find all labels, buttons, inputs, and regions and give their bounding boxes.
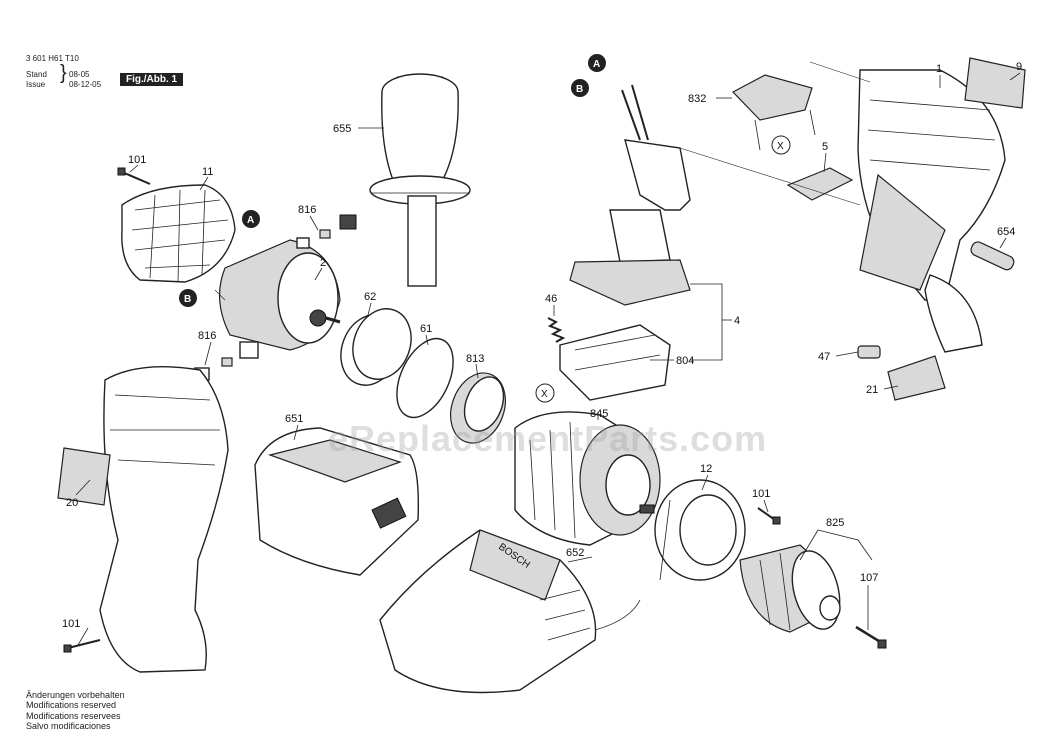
label-654: 654 [997,226,1015,238]
part-4-switch [569,84,691,306]
stand-label: Stand [26,70,47,79]
label-9: 9 [1016,61,1022,73]
marker-b-right: B [571,79,589,97]
marker-b-left: B [179,289,197,307]
label-832: 832 [688,93,706,105]
svg-text:B: B [184,294,191,305]
label-825: 825 [826,517,844,529]
part-1-housing-right [857,69,1006,353]
label-101-top: 101 [128,154,146,166]
label-816-lower: 816 [198,330,216,342]
part-47-clip [857,345,881,359]
leader-lines [75,61,1021,646]
part-813-ring-gear [450,372,506,444]
part-46-spring [547,317,566,343]
label-46: 46 [545,293,557,305]
svg-text:X: X [541,389,548,400]
label-107: 107 [860,572,878,584]
figure-label: Fig./Abb. 1 [120,73,184,86]
label-21: 21 [866,384,878,396]
label-804: 804 [676,355,694,367]
brace-glyph: } [60,62,67,84]
label-816-top: 816 [298,204,316,216]
label-813: 813 [466,353,484,365]
doc-number: 3 601 H61 T10 [26,54,79,63]
marker-x-right: X [771,135,791,155]
part-652-charger: BOSCH [379,529,641,694]
footer-line-fr: Modifications reservees [26,710,121,721]
label-4: 4 [734,315,740,327]
part-845-gearbox [514,411,661,546]
footer-notes: Änderungen vorbehalten Modifications res… [26,690,125,732]
label-61: 61 [420,323,432,335]
label-2: 2 [320,257,326,269]
watermark: eReplacementParts.com [328,418,768,459]
footer-line-es: Salvo modificaciones [26,721,111,732]
footer-line-en: Modifications reserved [26,700,117,711]
marker-a-right: A [588,54,606,72]
part-107-screw [855,625,887,649]
part-21-label [887,355,946,401]
part-5-pad [786,167,854,201]
part-101-screw-top [117,167,151,185]
part-12-clutch-ring [654,479,746,581]
part-11-motor-cover [121,184,236,283]
part-804-pcb [559,324,671,401]
part-20-housing-left [57,366,229,673]
part-832-cover [732,74,816,151]
label-101-right: 101 [752,488,770,500]
part-655-belt-clip [369,73,471,287]
footer-line-de: Änderungen vorbehalten [26,690,125,700]
part-816-brushes-top [296,214,357,249]
part-9-label [964,57,1026,109]
part-825-chuck [739,544,841,633]
issue-label: Issue [26,80,46,89]
part-101-screw-right [757,507,781,525]
label-20: 20 [66,497,78,509]
label-1: 1 [936,63,942,75]
marker-a-top: A [242,210,260,228]
label-5: 5 [822,141,828,153]
part-816-brushes-lower [194,341,259,381]
part-62-ring [340,308,412,386]
svg-text:A: A [593,59,600,70]
label-652: 652 [566,547,584,559]
part-651-battery [254,427,419,576]
svg-text:B: B [576,84,583,95]
part-2-motor [218,239,341,351]
marker-x-left: X [535,383,555,403]
label-651: 651 [285,413,303,425]
part-61-ring [396,337,454,419]
label-101-bottom: 101 [62,618,80,630]
stand-date: 08-05 [69,70,90,79]
part-101-screw-bottom [63,639,101,653]
label-655: 655 [333,123,351,135]
part-654-bit [970,241,1015,271]
label-47: 47 [818,351,830,363]
label-11: 11 [202,166,213,178]
label-12: 12 [700,463,712,475]
svg-text:X: X [777,141,784,152]
label-62: 62 [364,291,376,303]
svg-text:A: A [247,215,254,226]
issue-date: 08-12-05 [69,80,102,89]
label-845: 845 [590,408,608,420]
